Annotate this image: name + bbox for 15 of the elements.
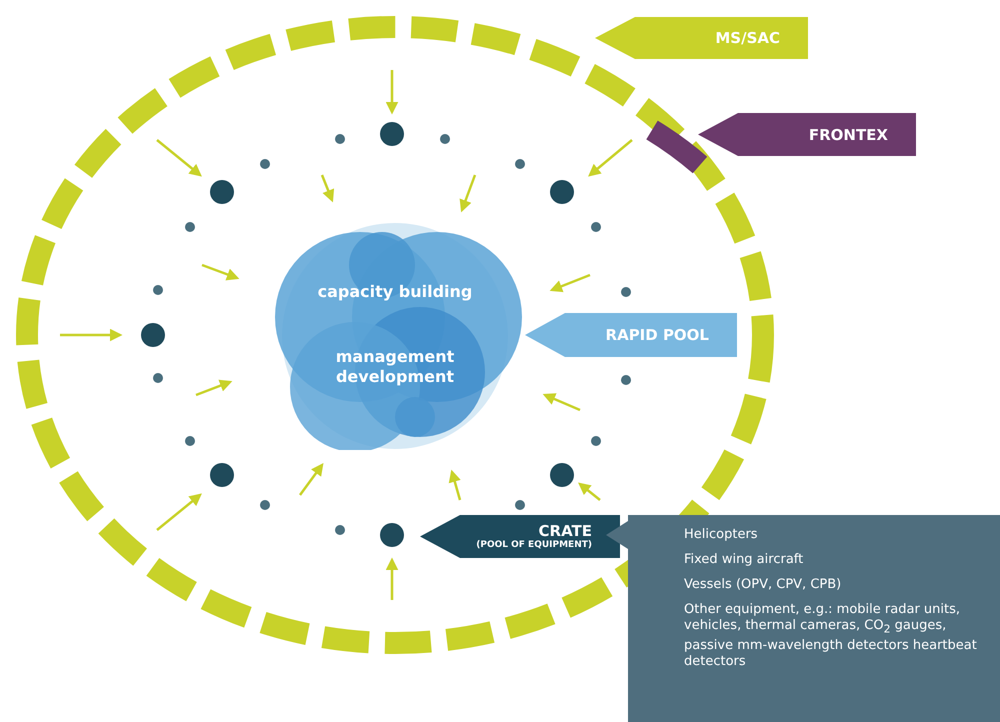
arrow-tag xyxy=(595,17,808,59)
arrow-tag xyxy=(420,515,620,558)
tag-label: MS/SAC xyxy=(715,29,780,47)
tag-label: RAPID POOL xyxy=(606,326,709,344)
arrow-tag xyxy=(698,113,916,156)
equipment-item: Other equipment, e.g.: mobile radar units, vehicles, thermal cameras, CO$_{2}$ gauges, passive mm-wavelength detectors heartbeat detectors xyxy=(684,602,978,670)
cluster-heading: capacity building xyxy=(316,282,474,302)
tag-sublabel: (POOL OF EQUIPMENT) xyxy=(476,540,592,551)
tag-label: CRATE xyxy=(538,522,592,540)
arrow-tag xyxy=(525,313,737,357)
cluster-subheading: management development xyxy=(334,347,456,387)
equipment-item: Vessels (OPV, CPV, CPB) xyxy=(684,577,842,593)
equipment-item: Fixed wing aircraft xyxy=(684,552,804,568)
tag-label: FRONTEX xyxy=(808,126,888,144)
equipment-item: Helicopters xyxy=(684,527,759,543)
